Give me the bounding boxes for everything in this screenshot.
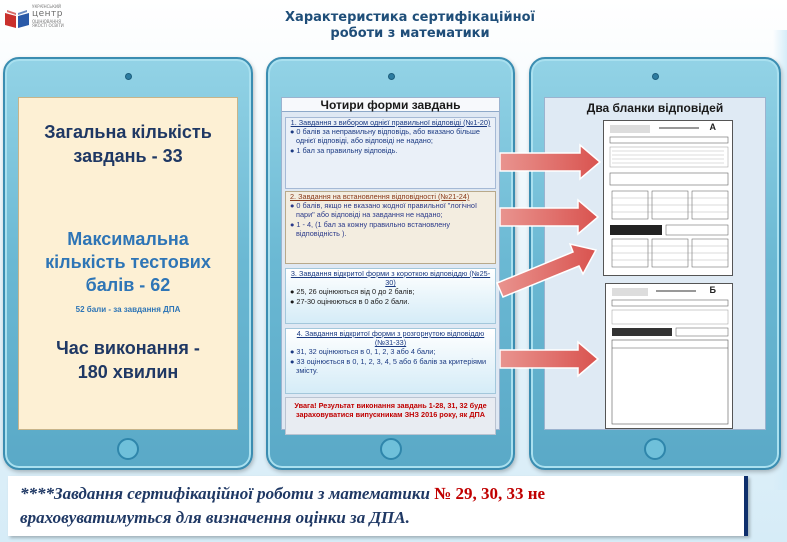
title-line1: Характеристика сертифікаційної <box>285 10 535 25</box>
tablet-task-forms: Чотири форми завдань 1. Завдання з вибор… <box>266 57 515 470</box>
task-form-3-title: 3. Завдання відкритої форми з короткою в… <box>290 269 491 288</box>
camera-dot <box>652 73 659 80</box>
task-form-4: 4. Завдання відкритої форми з розгорнуто… <box>285 328 496 394</box>
bottom-note: ****Завдання сертифікаційної роботи з ма… <box>8 476 748 536</box>
total-tasks: Загальна кількість завдань - 33 <box>19 120 237 168</box>
bottom-note-text: ****Завдання сертифікаційної роботи з ма… <box>20 482 734 530</box>
duration-line1: Час виконання - <box>56 338 200 358</box>
list-item: ● 25, 26 оцінюються від 0 до 2 балів; <box>290 287 415 297</box>
duration: Час виконання - 180 хвилин <box>19 336 237 384</box>
warning-box: Увага! Результат виконання завдань 1-28,… <box>285 397 496 435</box>
home-button <box>117 438 139 460</box>
logo-line1: УКРАЇНСЬКИЙ <box>32 4 61 9</box>
list-item: ● 33 оцінюється в 0, 1, 2, 3, 4, 5 або 6… <box>290 356 487 375</box>
total-tasks-line2: завдань - 33 <box>73 146 183 166</box>
max-score-line3: балів - 62 <box>85 275 171 295</box>
camera-dot <box>125 73 132 80</box>
answer-sheet-a-graphic <box>609 125 729 268</box>
sheet-a-letter: А <box>709 122 717 132</box>
list-item: ● 31, 32 оцінюються в 0, 1, 2, 3 або 4 б… <box>290 347 436 357</box>
list-item: ● 1 бал за правильну відповідь. <box>290 145 398 155</box>
book-icon <box>5 10 29 28</box>
logo-line2: центр <box>32 9 64 19</box>
answer-sheet-b: Б <box>605 283 733 429</box>
answer-sheet-a: А <box>603 120 733 276</box>
list-item: ● 0 балів, якщо не вказано жодної правил… <box>290 201 477 220</box>
summary-screen: Загальна кількість завдань - 33 Максимал… <box>18 97 238 430</box>
max-score-line1: Максимальна <box>67 229 189 249</box>
task-form-1: 1. Завдання з вибором однієї правильної … <box>285 117 496 189</box>
task-form-2: 2. Завдання на встановлення відповідност… <box>285 191 496 264</box>
bottom-note-part3: враховуватимуться для визначення оцінки … <box>20 508 410 527</box>
list-item: ● 1 - 4, (1 бал за кожну правильно встан… <box>290 219 450 238</box>
list-item: ● 27-30 оцінюються в 0 або 2 бали. <box>290 296 410 306</box>
bottom-note-part2: № 29, 30, 33 не <box>434 484 546 503</box>
task-form-1-title: 1. Завдання з вибором однієї правильної … <box>290 118 491 127</box>
sheet-b-letter: Б <box>709 285 716 295</box>
home-button <box>644 438 666 460</box>
task-form-2-title: 2. Завдання на встановлення відповідност… <box>290 192 470 201</box>
answer-sheets-heading: Два бланки відповідей <box>586 101 724 115</box>
total-tasks-line1: Загальна кількість <box>44 122 212 142</box>
home-button <box>379 438 402 460</box>
tablet-summary: Загальна кількість завдань - 33 Максимал… <box>3 57 253 470</box>
list-item: ● 0 балів за неправильну відповідь, або … <box>290 127 480 146</box>
logo-line3: ОЦІНЮВАННЯ ЯКОСТІ ОСВІТИ <box>32 19 64 28</box>
task-forms-screen: Чотири форми завдань 1. Завдання з вибор… <box>281 97 500 435</box>
title-line2: роботи з математики <box>330 26 490 41</box>
tablet-answer-sheets: Два бланки відповідей <box>529 57 781 470</box>
task-form-4-title: 4. Завдання відкритої форми з розгорнуто… <box>296 329 485 348</box>
task-form-3: 3. Завдання відкритої форми з короткою в… <box>285 268 496 324</box>
max-score-line2: кількість тестових <box>45 252 211 272</box>
duration-line2: 180 хвилин <box>77 362 179 382</box>
task-forms-heading: Чотири форми завдань <box>282 98 499 112</box>
dpa-score-note: 52 бали - за завдання ДПА <box>75 305 181 314</box>
ucoz-logo: УКРАЇНСЬКИЙ центр ОЦІНЮВАННЯ ЯКОСТІ ОСВІ… <box>4 3 70 33</box>
camera-dot <box>387 73 395 80</box>
page-title: Характеристика сертифікаційної роботи з … <box>200 10 620 42</box>
answer-sheet-b-graphic <box>611 288 729 425</box>
answer-sheets-screen: Два бланки відповідей <box>544 97 766 430</box>
bottom-note-part1: ****Завдання сертифікаційної роботи з ма… <box>20 484 435 503</box>
max-score: Максимальна кількість тестових балів - 6… <box>19 228 237 297</box>
